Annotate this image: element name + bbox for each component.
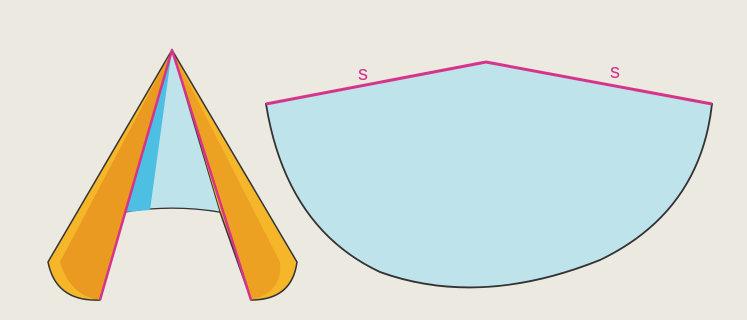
slant-label-left: s	[358, 63, 368, 85]
sector-shape	[264, 61, 713, 289]
cone-net-sector	[264, 60, 713, 289]
cone-shading-right	[172, 50, 281, 300]
sector-edge-right	[485, 60, 713, 106]
cone-illustration	[47, 48, 298, 301]
slant-label-right: s	[610, 61, 620, 83]
sector-edge-left	[265, 60, 487, 106]
cone-seam-right	[170, 49, 253, 301]
cone-shading-left	[60, 50, 172, 300]
cone-seam-left	[98, 49, 174, 301]
